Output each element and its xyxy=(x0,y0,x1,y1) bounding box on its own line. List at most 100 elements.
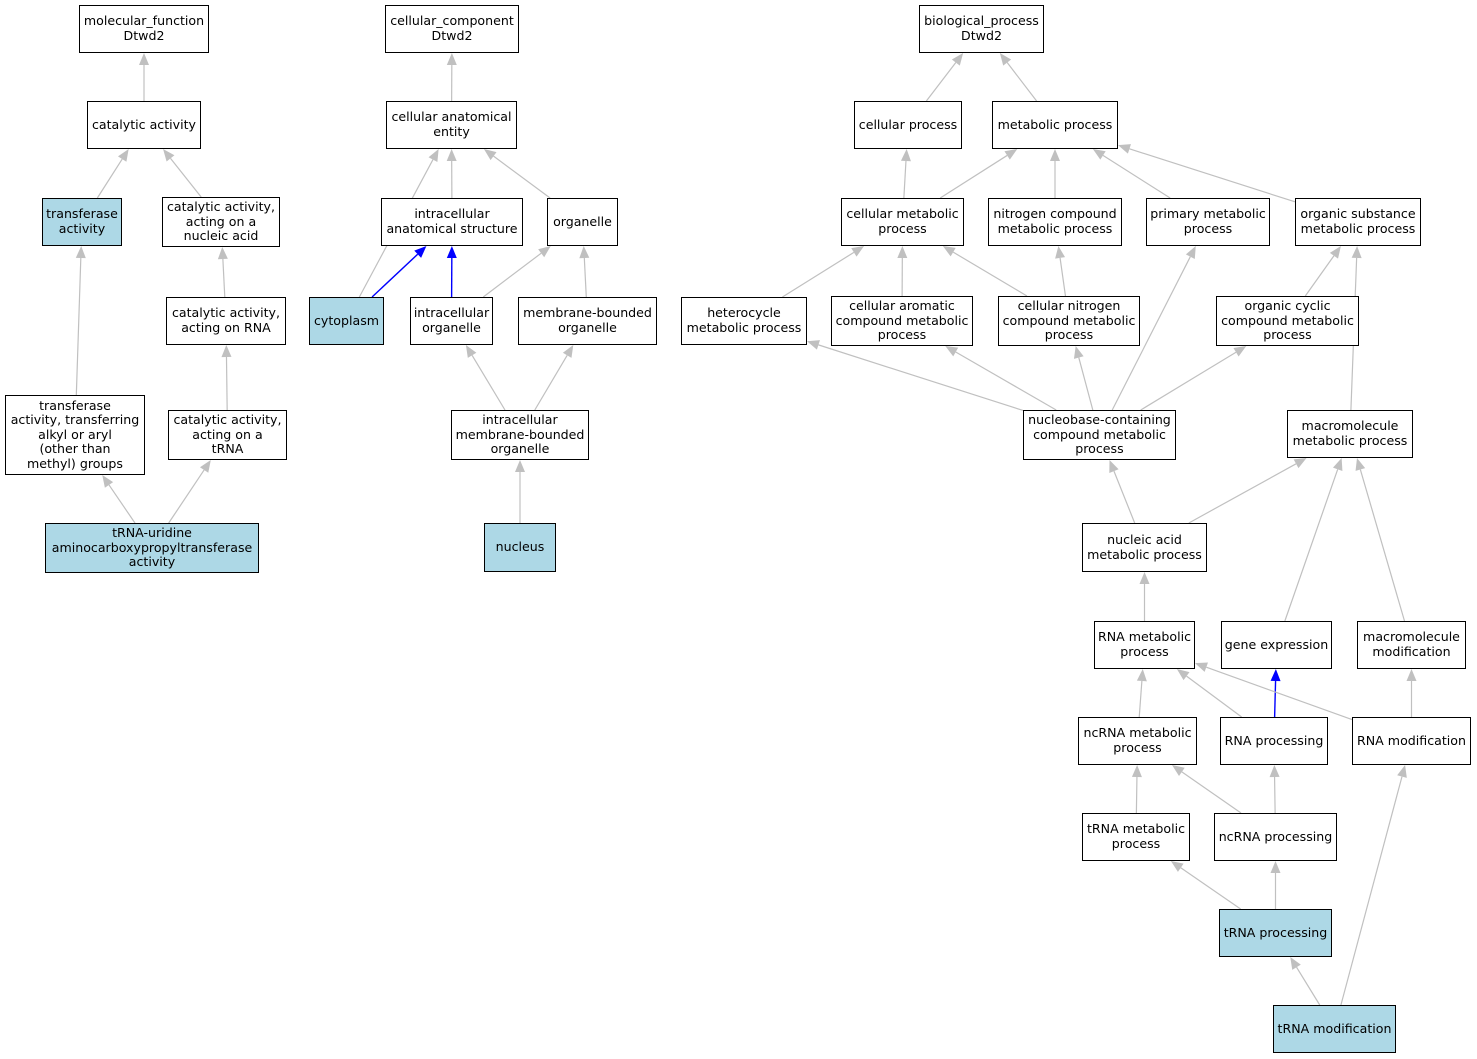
edge-line xyxy=(952,251,1028,297)
edge-intra_org-to-organelle xyxy=(482,246,551,298)
edge-line xyxy=(1059,257,1067,297)
go-term-cell-nitro-met[interactable]: cellular nitrogen compound metabolic pro… xyxy=(998,296,1140,346)
go-term-primary-met[interactable]: primary metabolic process xyxy=(1146,198,1270,246)
edge-line xyxy=(1140,351,1237,411)
go-term-nucleobase-met[interactable]: nucleobase-containing compound metabolic… xyxy=(1023,410,1176,460)
edge-arrowhead xyxy=(999,53,1012,66)
edge-line xyxy=(493,155,551,199)
edge-macro_mod-to-macro_met xyxy=(1355,458,1406,622)
edge-line xyxy=(818,344,1024,412)
edge-arrowhead xyxy=(1139,572,1150,584)
edge-line xyxy=(1284,469,1339,622)
go-term-cell-met[interactable]: cellular metabolic process xyxy=(841,198,964,246)
go-term-trna-met[interactable]: tRNA metabolic process xyxy=(1082,813,1190,861)
edge-nitro_met-to-metabolic_process xyxy=(1050,149,1060,198)
edge-cell_met-to-cellular_process xyxy=(900,149,911,199)
go-term-cellular-process[interactable]: cellular process xyxy=(854,101,962,149)
go-term-mf-root[interactable]: molecular_function Dtwd2 xyxy=(79,5,209,53)
edge-line xyxy=(1102,154,1171,199)
go-term-intra-anat[interactable]: intracellular anatomical structure xyxy=(381,198,523,246)
go-term-rna-proc[interactable]: RNA processing xyxy=(1220,717,1328,765)
go-term-mem-org[interactable]: membrane-bounded organelle xyxy=(518,297,657,345)
go-term-transferase-alkyl[interactable]: transferase activity, transferring alkyl… xyxy=(5,395,145,475)
edge-arrowhead xyxy=(221,345,232,358)
edge-ncrna_proc-to-ncrna_met xyxy=(1172,765,1242,814)
edge-line xyxy=(1006,62,1038,102)
edge-intra_mem_org-to-mem_org xyxy=(534,345,574,411)
edge-line xyxy=(925,62,957,102)
go-term-gene-expr[interactable]: gene expression xyxy=(1221,621,1332,669)
edge-ncrna_proc-to-rna_proc xyxy=(1269,765,1280,814)
edge-line xyxy=(482,252,542,298)
edge-arrowhead xyxy=(483,149,497,161)
edge-intra_org-to-intra_anat xyxy=(446,246,457,298)
edge-cat_trna-to-cat_rna xyxy=(221,345,232,411)
go-term-transferase-activity[interactable]: transferase activity xyxy=(42,198,122,246)
go-term-cat-trna[interactable]: catalytic activity, acting on a tRNA xyxy=(168,410,287,460)
edge-arrowhead xyxy=(446,149,457,162)
go-term-arom-met[interactable]: cellular aromatic compound metabolic pro… xyxy=(831,296,973,346)
edge-line xyxy=(1273,680,1277,718)
go-term-cell-anat[interactable]: cellular anatomical entity xyxy=(386,101,517,149)
go-term-cat-rna[interactable]: catalytic activity, acting on RNA xyxy=(166,297,286,345)
go-term-hetero-met[interactable]: heterocycle metabolic process xyxy=(681,297,807,345)
edge-arrowhead xyxy=(1092,149,1106,160)
edge-rna_met-to-nucleic_met xyxy=(1139,572,1150,621)
go-term-metabolic-process[interactable]: metabolic process xyxy=(992,101,1118,149)
go-term-organelle[interactable]: organelle xyxy=(547,198,618,246)
go-term-rna-met[interactable]: RNA metabolic process xyxy=(1094,621,1195,669)
go-term-intra-org[interactable]: intracellular organelle xyxy=(410,297,493,345)
edge-line xyxy=(1180,867,1241,910)
edge-line xyxy=(939,154,1008,199)
edge-trna_mod-to-rna_mod xyxy=(1340,765,1407,1006)
edge-line xyxy=(1188,463,1297,524)
edge-line xyxy=(1135,776,1138,814)
edge-arrowhead xyxy=(217,247,228,260)
go-term-macro-met[interactable]: macromolecule metabolic process xyxy=(1287,410,1413,458)
edge-line xyxy=(1111,256,1191,411)
go-term-rna-mod[interactable]: RNA modification xyxy=(1352,717,1471,765)
edge-cell_met-to-metabolic_process xyxy=(939,149,1018,199)
go-term-org-cyc-met[interactable]: organic cyclic compound metabolic proces… xyxy=(1216,296,1359,346)
edge-arrowhead xyxy=(163,149,175,162)
edge-transferase_alkyl-to-transferase_activity xyxy=(75,246,86,396)
go-term-cat-nucleic[interactable]: catalytic activity, acting on a nucleic … xyxy=(162,197,280,247)
edge-line xyxy=(583,257,587,298)
edge-nucleic_met-to-nucleobase_met xyxy=(1109,460,1136,524)
go-term-nucleic-met[interactable]: nucleic acid metabolic process xyxy=(1082,523,1207,572)
go-term-ncrna-met[interactable]: ncRNA metabolic process xyxy=(1078,717,1197,765)
go-term-cytoplasm[interactable]: cytoplasm xyxy=(309,297,384,345)
edge-org_cyc_met-to-org_sub_met xyxy=(1304,246,1341,297)
edge-line xyxy=(108,484,136,524)
go-term-cc-root[interactable]: cellular_component Dtwd2 xyxy=(385,5,519,53)
edge-line xyxy=(1186,675,1242,718)
edge-cell_nitro_met-to-nitro_met xyxy=(1055,246,1067,297)
go-term-ncrna-proc[interactable]: ncRNA processing xyxy=(1214,813,1337,861)
edge-arrowhead xyxy=(1118,144,1131,154)
go-term-nitro-met[interactable]: nitrogen compound metabolic process xyxy=(988,198,1122,246)
go-term-org-sub-met[interactable]: organic substance metabolic process xyxy=(1295,198,1421,246)
edge-arrowhead xyxy=(117,149,129,162)
edge-trna_proc-to-trna_met xyxy=(1170,861,1241,910)
edge-metabolic_process-to-bp_root xyxy=(999,53,1038,102)
go-term-trna-uridine[interactable]: tRNA-uridine aminocarboxypropyltransfera… xyxy=(45,523,259,573)
edge-rna_mod-to-macro_mod xyxy=(1406,669,1417,717)
edge-gene_expr-to-macro_met xyxy=(1284,458,1343,622)
edge-cellular_process-to-bp_root xyxy=(925,53,964,102)
go-term-nucleus[interactable]: nucleus xyxy=(484,523,556,572)
go-term-trna-proc[interactable]: tRNA processing xyxy=(1219,909,1332,957)
edge-line xyxy=(534,355,568,411)
edge-line xyxy=(225,356,228,411)
go-term-intra-mem-org[interactable]: intracellular membrane-bounded organelle xyxy=(451,410,589,460)
edge-arrowhead xyxy=(102,475,114,488)
go-term-trna-mod[interactable]: tRNA modification xyxy=(1273,1005,1396,1053)
go-term-catalytic-activity[interactable]: catalytic activity xyxy=(87,101,201,149)
edge-arrowhead xyxy=(1406,669,1417,681)
edge-arrowhead xyxy=(1397,765,1407,778)
edge-rna_mod-to-rna_met xyxy=(1195,662,1353,721)
go-term-bp-root[interactable]: biological_process Dtwd2 xyxy=(919,5,1044,53)
edge-line xyxy=(1113,470,1136,524)
edge-trna_met-to-ncrna_met xyxy=(1131,765,1142,814)
edge-arrowhead xyxy=(538,246,551,258)
go-term-macro-mod[interactable]: macromolecule modification xyxy=(1357,621,1466,669)
